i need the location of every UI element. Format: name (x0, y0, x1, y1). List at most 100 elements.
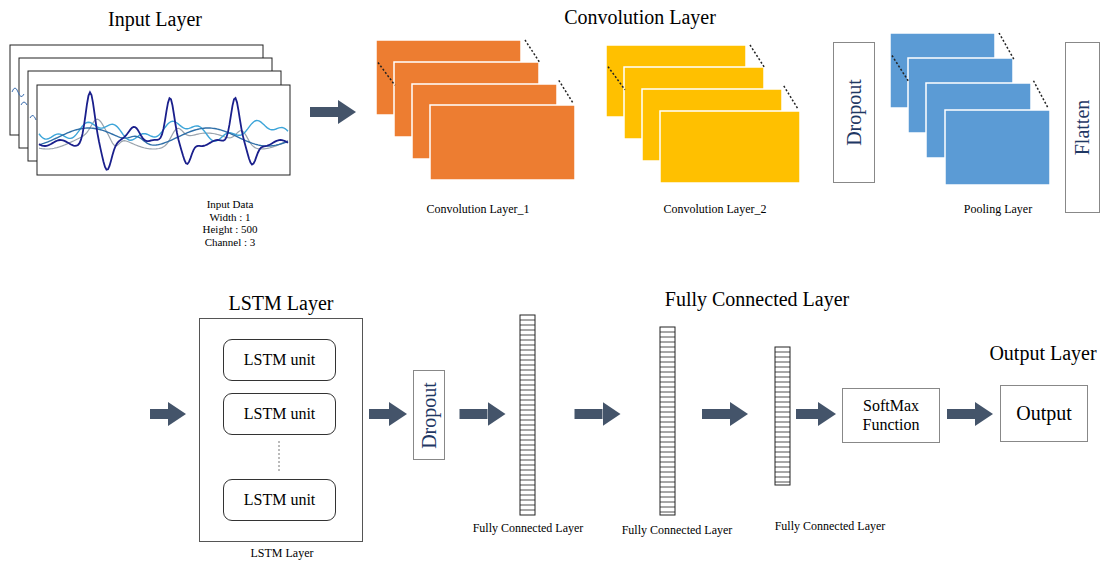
fc-neuron-cell (775, 402, 790, 403)
fc-neuron-cell (660, 347, 675, 348)
fc-neuron-cell (660, 417, 675, 418)
fc-neuron-cell (660, 377, 675, 378)
process-box: SoftMax Function (842, 388, 940, 443)
layer-name: LSTM unit (244, 351, 316, 369)
fc-neuron-cell (520, 335, 535, 336)
stack-depth-line (892, 56, 909, 83)
feature-map (660, 111, 800, 183)
fc-neuron-cell (520, 460, 535, 461)
lstm-unit: LSTM unit (223, 339, 336, 381)
fc-neuron-cell (660, 462, 675, 463)
fc-neuron-cell (520, 465, 535, 466)
fc-neuron-cell (775, 457, 790, 458)
fc-neuron-cell (520, 430, 535, 431)
fc-neuron-cell (520, 450, 535, 451)
feature-map-stack-art (376, 40, 575, 180)
layer-box: Flatten (1065, 42, 1100, 213)
fc-bar-outline (660, 327, 675, 515)
layer-name: LSTM unit (244, 491, 316, 509)
signal-trace (12, 88, 24, 97)
fc-neuron-cell (520, 370, 535, 371)
fc-neuron-cell (775, 447, 790, 448)
fc-neuron-cell (660, 332, 675, 333)
fc-layer-bar-art (520, 315, 535, 515)
fc-neuron-cell (660, 482, 675, 483)
input-arrow (150, 402, 186, 426)
fc-neuron-cell (775, 477, 790, 478)
fc-neuron-cell (660, 357, 675, 358)
fc-neuron-cell (775, 372, 790, 373)
fc-neuron-cell (660, 512, 675, 513)
fc-neuron-cell (520, 415, 535, 416)
fc-neuron-cell (660, 507, 675, 508)
fc-neuron-cell (775, 352, 790, 353)
fc-neuron-cell (660, 337, 675, 338)
layer-caption: Convolution Layer_2 (664, 203, 767, 217)
fc-neuron-cell (520, 440, 535, 441)
fc-neuron-cell (660, 432, 675, 433)
fc-neuron-cell (520, 400, 535, 401)
fc-neuron-cell (660, 392, 675, 393)
stack-depth-line (559, 80, 573, 103)
fc-neuron-cell (660, 382, 675, 383)
fc-neuron-cell (660, 402, 675, 403)
fc-neuron-cell (660, 472, 675, 473)
stack-depth-line (750, 45, 765, 68)
fc-layer-bar-art (775, 347, 790, 485)
signal-trace (30, 115, 36, 120)
flow-arrow (460, 409, 488, 419)
stack-depth-line (378, 63, 395, 86)
fc-neuron-cell (520, 470, 535, 471)
fc-neuron-cell (660, 412, 675, 413)
fc-neuron-cell (775, 452, 790, 453)
feature-map-stack: Convolution Layer_1 (376, 40, 575, 180)
fc-neuron-cell (660, 437, 675, 438)
fc-neuron-cell (660, 367, 675, 368)
stack-depth-line (608, 67, 625, 90)
signal-trace (39, 92, 288, 169)
lstm-unit: LSTM unit (223, 479, 336, 521)
fc-neuron-cell (520, 455, 535, 456)
layer-caption: Input Data Width : 1 Height : 500 Channe… (194, 198, 266, 249)
fc-neuron-cell (660, 467, 675, 468)
layer-caption: Pooling Layer (964, 203, 1032, 217)
layer-name: Output (1011, 402, 1077, 425)
fc-neuron-cell (660, 427, 675, 428)
fc-neuron-cell (660, 457, 675, 458)
lstm-unit: LSTM unit (223, 393, 336, 435)
fc-neuron-cell (660, 342, 675, 343)
signal-trace (21, 102, 27, 105)
stack-depth-line (999, 33, 1014, 60)
fc-neuron-cell (520, 330, 535, 331)
fc-neuron-cell (775, 407, 790, 408)
fc-bar-outline (775, 347, 790, 485)
fc-neuron-cell (660, 422, 675, 423)
process-box: Output (1000, 385, 1088, 442)
fc-neuron-cell (660, 497, 675, 498)
fc-neuron-cell (520, 345, 535, 346)
fc-neuron-cell (775, 397, 790, 398)
fc-neuron-cell (660, 387, 675, 388)
fc-neuron-cell (520, 375, 535, 376)
section-heading: Fully Connected Layer (665, 288, 849, 310)
stack-depth-line (525, 40, 540, 63)
flow-arrow (369, 409, 389, 419)
feature-map (430, 105, 575, 180)
fc-neuron-cell (775, 382, 790, 383)
signal-frame (37, 85, 290, 175)
ellipsis-line (279, 441, 280, 473)
lstm-layer-box: LSTM LayerLSTM unitLSTM unitLSTM unit (199, 318, 363, 542)
layer-box: Dropout (413, 370, 445, 460)
layer-caption: Convolution Layer_1 (427, 203, 530, 217)
fc-neuron-cell (775, 482, 790, 483)
fc-neuron-cell (520, 510, 535, 511)
fc-neuron-cell (660, 442, 675, 443)
fc-neuron-cell (660, 477, 675, 478)
layer-caption: LSTM Layer (251, 547, 314, 561)
signal-plot-art (37, 85, 290, 175)
fc-neuron-cell (775, 432, 790, 433)
fc-neuron-cell (520, 480, 535, 481)
fc-neuron-cell (775, 377, 790, 378)
layer-box: Dropout (833, 42, 875, 183)
fc-neuron-cell (775, 467, 790, 468)
